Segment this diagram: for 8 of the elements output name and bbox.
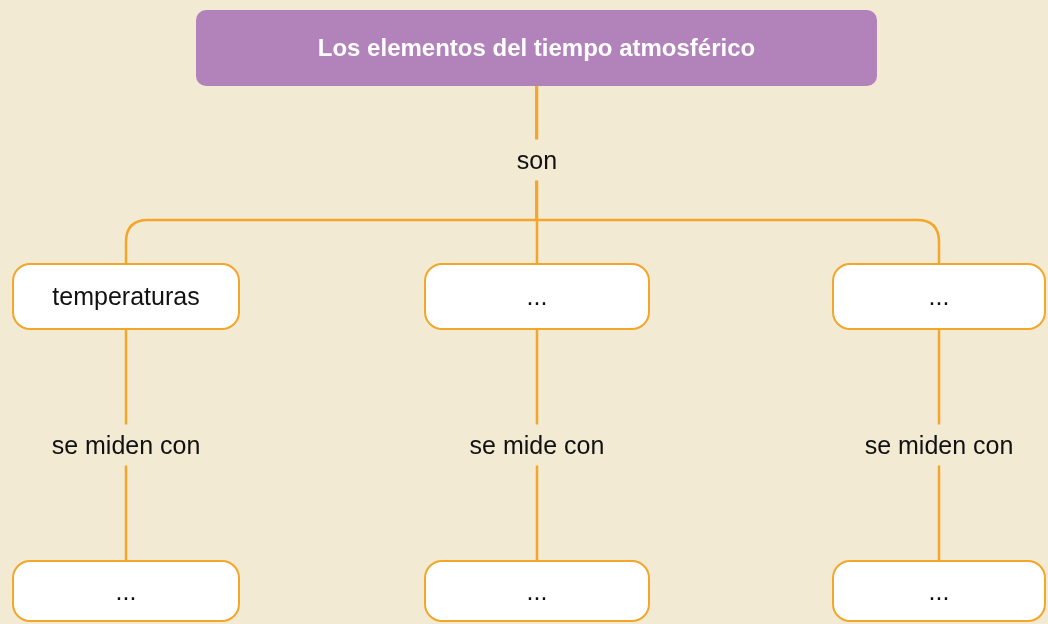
concept-box: ... xyxy=(12,560,240,622)
concept-box: ... xyxy=(424,560,650,622)
connector-line xyxy=(535,86,941,263)
concept-box: ... xyxy=(424,263,650,330)
title-box: Los elementos del tiempo atmosférico xyxy=(196,10,877,86)
concept-box: ... xyxy=(832,560,1046,622)
concept-box: ... xyxy=(832,263,1046,330)
concept-box: temperaturas xyxy=(12,263,240,330)
